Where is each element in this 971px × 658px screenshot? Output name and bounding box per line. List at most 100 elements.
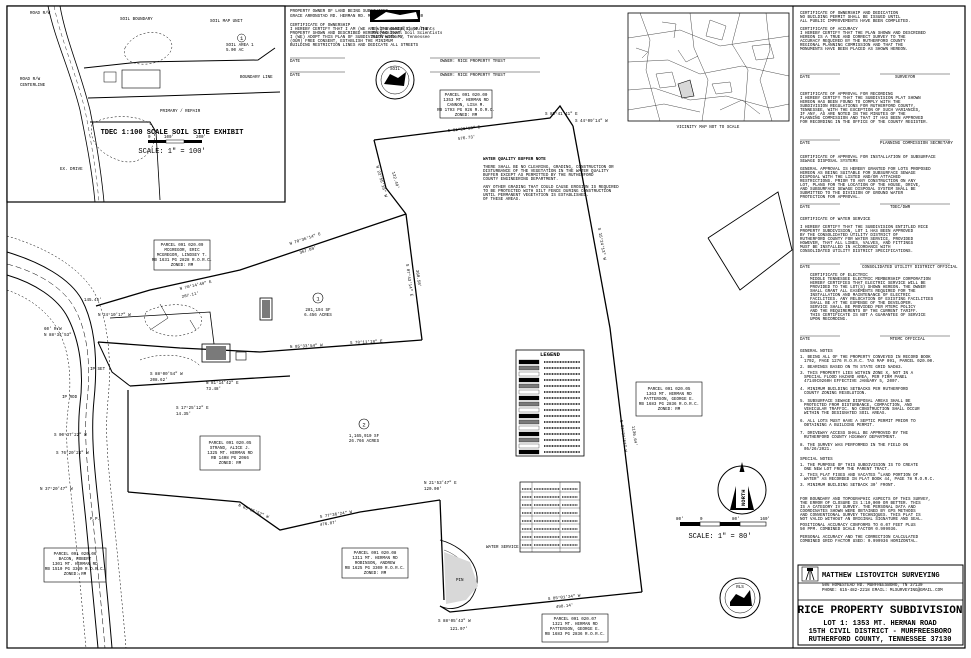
svg-text:1. THE PURPOSE OF THIS SUBDIVI: 1. THE PURPOSE OF THIS SUBDIVISION IS TO… bbox=[800, 464, 919, 468]
svg-text:WATER SERVICE EASEMENT: WATER SERVICE EASEMENT bbox=[486, 546, 542, 550]
svg-text:THE ERROR OF CLOSURE IS 1:10,0: THE ERROR OF CLOSURE IS 1:10,000 OR BETT… bbox=[800, 502, 921, 506]
svg-text:SPECIAL FLOOD HAZARD AREA, PER: SPECIAL FLOOD HAZARD AREA, PER FIRM PANE… bbox=[804, 376, 908, 380]
inset-scale-label: SCALE: 1" = 100' bbox=[138, 148, 205, 156]
svg-text:WATER" AS RECORDED IN PLAT BOO: WATER" AS RECORDED IN PLAT BOOK 44, PAGE… bbox=[804, 477, 935, 482]
scale-mark-3: 160' bbox=[760, 517, 770, 522]
svg-text:IP SET: IP SET bbox=[90, 368, 106, 372]
svg-text:COUNTY ENGINEERING DEPARTMENT.: COUNTY ENGINEERING DEPARTMENT. bbox=[483, 178, 558, 182]
svg-text:LOT, PLANS FOR THE LOCATION OF: LOT, PLANS FOR THE LOCATION OF THE HOUSE… bbox=[800, 184, 921, 188]
svg-text:TO BE PROTECTED WITH SILT FENC: TO BE PROTECTED WITH SILT FENCE DURING C… bbox=[483, 190, 612, 194]
svg-text:Murfreesboro, Tennessee: Murfreesboro, Tennessee bbox=[372, 35, 430, 40]
svg-text:OWNER: RICE PROPERTY TRUST: OWNER: RICE PROPERTY TRUST bbox=[440, 74, 506, 78]
svg-text:05/26/2021.: 05/26/2021. bbox=[804, 447, 832, 452]
svg-text:1321 MT. HERMAN RD: 1321 MT. HERMAN RD bbox=[552, 623, 598, 627]
svg-text:AND THE REQUIREMENTS OF THE CU: AND THE REQUIREMENTS OF THE CURRENT TARI… bbox=[810, 310, 918, 314]
lot-1-features bbox=[139, 297, 273, 367]
inset-scale-mark-0: 0 bbox=[148, 136, 151, 140]
svg-text:S 88°05'43" W: S 88°05'43" W bbox=[438, 619, 471, 624]
inset-title: TDEC 1:100 SCALE SOIL SITE EXHIBIT bbox=[101, 129, 244, 137]
civil-district: 15TH CIVIL DISTRICT - MURFREESBORO bbox=[809, 628, 952, 636]
svg-text:208.62': 208.62' bbox=[150, 378, 168, 383]
svg-text:1311 MT. HERMAN RD: 1311 MT. HERMAN RD bbox=[352, 557, 398, 561]
soil-site-inset: 1 SOIL AREA 1 5.00 AC PRIMARY / REPAIR B… bbox=[6, 5, 286, 203]
svg-text:GRACE ARRONSTAD RD. HERMAN RD.: GRACE ARRONSTAD RD. HERMAN RD. MURFREESB… bbox=[290, 15, 424, 19]
svg-text:IF ANY, AS ARE NOTED IN THE MI: IF ANY, AS ARE NOTED IN THE MINUTES OF T… bbox=[800, 113, 906, 117]
svg-text:RB 1625 PG 3300 R.O.R.C.: RB 1625 PG 3300 R.O.R.C. bbox=[345, 567, 405, 571]
svg-text:PROPERTY SHOWN AND DESCRIBED H: PROPERTY SHOWN AND DESCRIBED HEREON AND … bbox=[290, 32, 401, 36]
svg-text:COUNTY ZONING RESOLUTION.: COUNTY ZONING RESOLUTION. bbox=[804, 392, 867, 396]
svg-text:CERTIFICATE OF ELECTRIC: CERTIFICATE OF ELECTRIC bbox=[810, 274, 868, 278]
scale-mark-0: 80' bbox=[676, 517, 684, 522]
svg-text:Environmental Consultants: Environmental Consultants bbox=[372, 27, 435, 32]
svg-text:I (WE) ADOPT THIS PLAN OF SUBD: I (WE) ADOPT THIS PLAN OF SUBDIVISION WI… bbox=[290, 35, 404, 40]
svg-text:576.73': 576.73' bbox=[458, 135, 476, 142]
legend-swatch bbox=[518, 443, 540, 449]
svg-text:FOR BOUNDARY AND TOPOGRAPHIC A: FOR BOUNDARY AND TOPOGRAPHIC ASPECTS OF … bbox=[800, 498, 931, 502]
svg-text:HEREON IS A TRUE AND CORRECT S: HEREON IS A TRUE AND CORRECT SURVEY TO T… bbox=[800, 36, 906, 40]
svg-text:DATE: DATE bbox=[290, 60, 301, 64]
inset-scale-mark-2: 200' bbox=[196, 135, 206, 140]
svg-text:50 PPM. COMBINED SCALE FACTOR: 50 PPM. COMBINED SCALE FACTOR 0.999936. bbox=[800, 528, 898, 532]
svg-text:THIS CERTIFICATE IS NOT A GUAR: THIS CERTIFICATE IS NOT A GUARANTEE OF S… bbox=[810, 314, 926, 318]
svg-text:7. DRIVEWAY ACCESS SHALL BE AP: 7. DRIVEWAY ACCESS SHALL BE APPROVED BY … bbox=[800, 432, 909, 436]
svg-text:CENTERLINE: CENTERLINE bbox=[20, 84, 46, 88]
svg-text:CERTIFICATE OF OWNERSHIP AND D: CERTIFICATE OF OWNERSHIP AND DEDICATION bbox=[800, 12, 898, 16]
surveyor-firm-name: MATTHEW LISTOVITCH SURVEYING bbox=[822, 572, 940, 580]
svg-text:N 81°14'42" E: N 81°14'42" E bbox=[206, 381, 239, 386]
svg-text:ZONED: RM: ZONED: RM bbox=[219, 462, 242, 466]
svg-text:PHONE: 615-482-2218 EMAIL: ML: PHONE: 615-482-2218 EMAIL: MLSURVEYING@G… bbox=[822, 588, 943, 593]
lot-1-number-circle bbox=[312, 292, 324, 304]
svg-text:5.00 AC: 5.00 AC bbox=[226, 49, 244, 53]
svg-text:PARCEL 091 020.05: PARCEL 091 020.05 bbox=[209, 442, 252, 446]
svg-text:UNTIL PERMANENT VEGETATION IS: UNTIL PERMANENT VEGETATION IS ESTABLISHE… bbox=[483, 194, 589, 198]
svg-text:PROVIDED TO THE LOT(S) SHOWN H: PROVIDED TO THE LOT(S) SHOWN HEREON. THE… bbox=[810, 285, 926, 290]
svg-text:DATE: DATE bbox=[800, 266, 811, 270]
svg-text:121.07': 121.07' bbox=[450, 627, 468, 632]
svg-text:1301 MT. HERMAN RD: 1301 MT. HERMAN RD bbox=[52, 563, 98, 567]
svg-text:CANNON, LISA M.: CANNON, LISA M. bbox=[447, 104, 485, 108]
svg-text:EX. DRIVE: EX. DRIVE bbox=[60, 168, 83, 172]
svg-text:MIDDLE TENNESSEE ELECTRIC MEMB: MIDDLE TENNESSEE ELECTRIC MEMBERSHIP COR… bbox=[810, 278, 931, 282]
svg-text:MTEMC OFFICIAL: MTEMC OFFICIAL bbox=[890, 338, 926, 342]
svg-text:DATE: DATE bbox=[800, 206, 811, 210]
surveyor-logo bbox=[801, 566, 819, 582]
svg-text:CERTIFICATE OF ACCURACY: CERTIFICATE OF ACCURACY bbox=[800, 28, 858, 32]
svg-text:S 15°24'13" W: S 15°24'13" W bbox=[596, 227, 607, 261]
svg-text:267.11': 267.11' bbox=[181, 291, 199, 300]
svg-text:RB 1631 PG 2828 R.O.R.C.: RB 1631 PG 2828 R.O.R.C. bbox=[152, 259, 212, 263]
svg-text:DISPOSAL WITH THE LISTED AND/O: DISPOSAL WITH THE LISTED AND/OR ATTACHED bbox=[800, 175, 901, 180]
svg-text:DISTURBANCE OF THE VEGETATION: DISTURBANCE OF THE VEGETATION IN THE WAT… bbox=[483, 170, 609, 174]
certificate-notes: CERTIFICATE OF OWNERSHIP AND DEDICATION … bbox=[800, 12, 958, 544]
svg-text:(OUR) FREE CONSENT, ESTABLISH: (OUR) FREE CONSENT, ESTABLISH THE MINIMU… bbox=[290, 39, 394, 44]
svg-text:DATE: DATE bbox=[290, 74, 301, 78]
legend-title: LEGEND bbox=[540, 351, 561, 358]
svg-text:60' R/W: 60' R/W bbox=[44, 327, 62, 332]
svg-text:8. THE SURVEY WAS PERFORMED IN: 8. THE SURVEY WAS PERFORMED IN THE FIELD… bbox=[800, 444, 909, 448]
svg-text:PATTERSON, GEORGE E.: PATTERSON, GEORGE E. bbox=[644, 398, 694, 402]
svg-text:S 44°09'14" W: S 44°09'14" W bbox=[575, 119, 608, 124]
svg-text:NOT VALID WITHOUT AN ORIGINAL: NOT VALID WITHOUT AN ORIGINAL SIGNATURE … bbox=[800, 518, 923, 522]
svg-text:COMBINED GRID FACTOR USED: 0.9: COMBINED GRID FACTOR USED: 0.999936 HORI… bbox=[800, 540, 918, 544]
svg-text:CONSOLIDATED UTILITY DISTRICT: CONSOLIDATED UTILITY DISTRICT SPECIFICAT… bbox=[800, 250, 913, 254]
svg-text:TENNESSEE, WITH THE EXCEPTION: TENNESSEE, WITH THE EXCEPTION OF SUCH VA… bbox=[800, 109, 921, 113]
svg-text:Professional Soil Scientists: Professional Soil Scientists bbox=[372, 31, 443, 36]
svg-text:RESTRICTIONS. PRIOR TO ANY CON: RESTRICTIONS. PRIOR TO ANY CONSTRUCTION … bbox=[800, 180, 916, 184]
svg-text:UPON RECORDING.: UPON RECORDING. bbox=[810, 318, 848, 322]
legend-swatch bbox=[518, 449, 540, 455]
svg-text:DATE: DATE bbox=[800, 142, 811, 146]
vicinity-map-frame bbox=[627, 12, 790, 122]
parent-tract-boundary bbox=[95, 104, 643, 613]
svg-text:BUILDING RESTRICTION LINES AND: BUILDING RESTRICTION LINES AND DEDICATE … bbox=[290, 44, 419, 48]
svg-text:PARCEL 091 020.06: PARCEL 091 020.06 bbox=[54, 553, 97, 557]
surveyor-seal: RLS bbox=[719, 577, 761, 619]
lot-2-number-circle bbox=[358, 418, 370, 430]
legend-swatch bbox=[518, 389, 540, 395]
svg-text:N 37°20'47" W: N 37°20'47" W bbox=[40, 487, 73, 492]
svg-text:CERTIFICATE OF APPROVAL FOR RE: CERTIFICATE OF APPROVAL FOR RECORDING bbox=[800, 93, 893, 97]
svg-text:BUFFER EXCEPT AS PERMITTED BY: BUFFER EXCEPT AS PERMITTED BY THE RUTHER… bbox=[483, 174, 594, 178]
svg-text:NO BUILDING PERMIT SHALL BE IS: NO BUILDING PERMIT SHALL BE ISSUED UNTIL bbox=[800, 16, 901, 20]
adjoiner-label-text: PARCEL 091 020.00 1353 MT. HERMAN RD CAN… bbox=[45, 94, 699, 637]
svg-text:GENERAL NOTES: GENERAL NOTES bbox=[800, 350, 833, 354]
svg-text:MCGREGOR, ERIC: MCGREGOR, ERIC bbox=[164, 249, 200, 253]
